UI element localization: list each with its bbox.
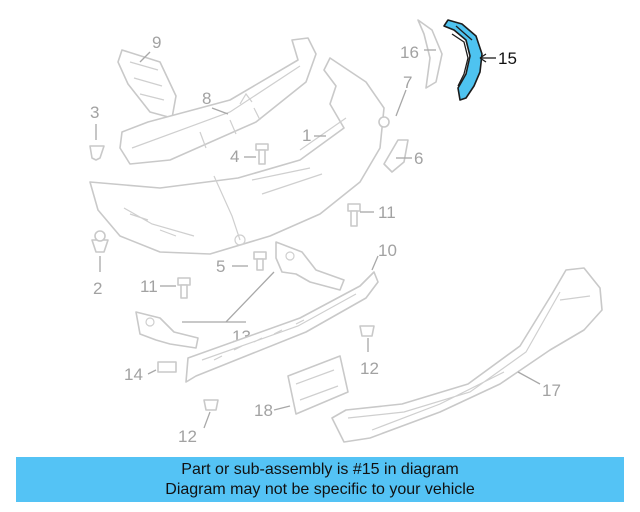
part-16-trim: [417, 19, 443, 89]
part-4-screw: [255, 143, 269, 165]
part-11-screw-lower: [177, 277, 191, 299]
callout-17: 17: [542, 381, 561, 400]
callout-16: 16: [400, 43, 419, 62]
part-12-nut-right: [359, 325, 375, 337]
part-9-bracket: [117, 49, 177, 119]
callout-5: 5: [216, 257, 225, 276]
part-1-bumper-cover: [89, 57, 385, 255]
part-2-clip: [91, 230, 109, 253]
callout-6: 6: [414, 149, 423, 168]
part-7-clip: [378, 116, 390, 128]
info-banner: Part or sub-assembly is #15 in diagram D…: [16, 457, 624, 502]
part-11-screw-upper: [347, 203, 361, 227]
part-18-plate-bracket: [287, 355, 349, 415]
callout-15: 15: [498, 49, 517, 68]
part-17-spoiler: [331, 267, 603, 443]
callout-7: 7: [403, 73, 412, 92]
part-13-bracket-left: [135, 311, 199, 349]
part-12-nut-lower: [203, 399, 219, 411]
callout-18: 18: [254, 401, 273, 420]
banner-line-2: Diagram may not be specific to your vehi…: [165, 481, 475, 498]
callout-12-right: 12: [360, 359, 379, 378]
callout-3: 3: [90, 103, 99, 122]
callout-12-lower: 12: [178, 427, 197, 446]
callout-10: 10: [378, 241, 397, 260]
banner-line-1: Part or sub-assembly is #15 in diagram: [181, 461, 459, 478]
callout-4: 4: [230, 147, 239, 166]
callout-11-upper: 11: [378, 203, 396, 222]
part-3-clip: [89, 145, 105, 161]
part-5-screw: [253, 251, 267, 271]
callout-8: 8: [202, 89, 211, 108]
callout-2: 2: [93, 279, 102, 298]
part-13-bracket-right: [275, 241, 345, 291]
part-6-cap: [383, 139, 409, 173]
part-15-bracket-highlighted: [443, 19, 483, 101]
callout-11-lower: 11: [140, 277, 158, 296]
parts-diagram: 9 8 1 3 2 4 7 6 16: [89, 19, 603, 446]
part-8-absorber: [119, 37, 317, 165]
part-10-reinforcement: [185, 271, 379, 383]
part-14-bolt: [157, 361, 177, 373]
callout-14: 14: [124, 365, 143, 384]
callout-9: 9: [152, 33, 161, 52]
callout-1: 1: [302, 126, 311, 145]
